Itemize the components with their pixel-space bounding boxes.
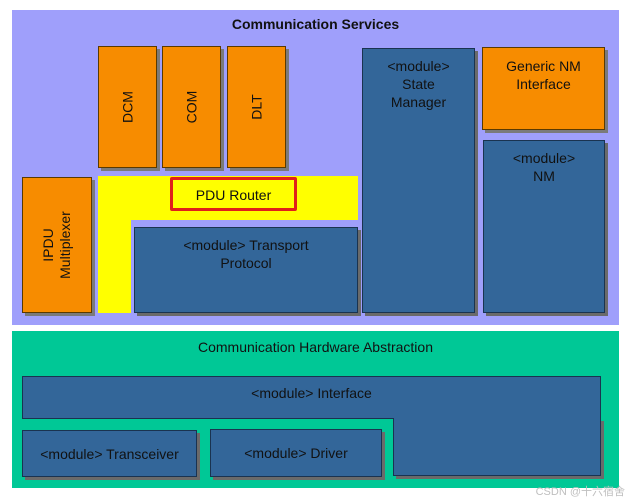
nm-module: <module> NM [483, 140, 605, 313]
pdu-router-top-bar [98, 176, 358, 220]
pdu-router-highlight: PDU Router [170, 177, 297, 211]
hardware-abstraction-title: Communication Hardware Abstraction [198, 339, 433, 355]
interface-label: <module> Interface [251, 385, 372, 401]
transport-protocol-module: <module> Transport Protocol [134, 227, 358, 313]
interface-module-top: <module> Interface [22, 376, 601, 419]
state-manager-label-line3: Manager [390, 94, 447, 110]
nm-label-line2: NM [533, 168, 555, 184]
communication-services-title: Communication Services [231, 16, 400, 32]
com-module: COM [162, 46, 221, 168]
dlt-label: DLT [248, 94, 264, 120]
interface-module-bottom [393, 418, 601, 476]
state-manager-label-line1: <module> [387, 58, 450, 74]
pdu-router-left-bar [98, 176, 131, 313]
generic-nm-label-line2: Interface [516, 76, 571, 92]
state-manager-label-line2: State [402, 76, 435, 92]
ipdu-multiplexer-label-line2: Multiplexer [57, 211, 73, 279]
transport-protocol-label-line2: Protocol [220, 255, 272, 271]
ipdu-multiplexer-module: IPDU Multiplexer [22, 177, 92, 313]
generic-nm-label-line1: Generic NM [506, 58, 581, 74]
driver-label: <module> Driver [244, 445, 348, 461]
transport-protocol-label-line1: <module> Transport [183, 237, 309, 253]
generic-nm-interface-module: Generic NM Interface [482, 47, 605, 130]
watermark: CSDN @十六宿舍 [535, 486, 625, 498]
ipdu-multiplexer-label: IPDU Multiplexer [40, 211, 74, 279]
ipdu-multiplexer-label-line1: IPDU [40, 228, 56, 262]
dlt-module: DLT [227, 46, 286, 168]
transceiver-label: <module> Transceiver [40, 446, 179, 462]
nm-label-line1: <module> [512, 150, 576, 166]
transceiver-module: <module> Transceiver [22, 430, 197, 477]
driver-module: <module> Driver [210, 429, 382, 477]
dcm-label: DCM [119, 91, 135, 123]
com-label: COM [183, 90, 199, 124]
dcm-module: DCM [98, 46, 157, 168]
state-manager-module: <module> State Manager [362, 48, 475, 313]
pdu-router-label: PDU Router [195, 187, 272, 203]
